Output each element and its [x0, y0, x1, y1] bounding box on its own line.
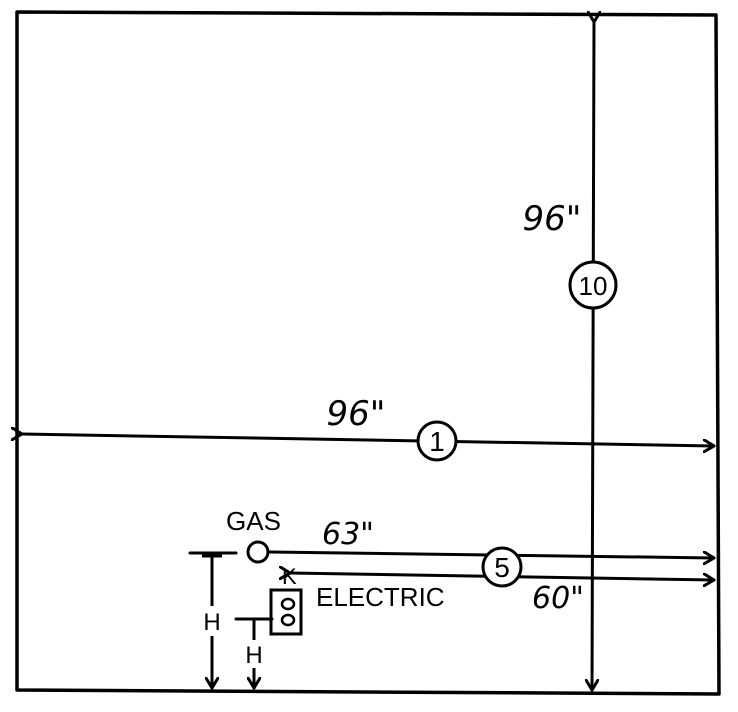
wall-height-dimension-line: [592, 22, 594, 692]
electrical-outlet-icon: [269, 588, 303, 636]
wall-height-dimension-label: 96": [523, 199, 582, 239]
wall-width-dimension-label: 96": [327, 394, 386, 434]
gas-dimension-label: 63": [322, 517, 374, 552]
gas-height-label-bg: [200, 606, 224, 636]
utility-callout-circle: [481, 546, 523, 588]
gas-height-label: H: [203, 609, 220, 636]
wall-height-callout-circle: [568, 260, 618, 310]
wall-height-callout: 10: [579, 271, 608, 301]
utility-callout: 5: [494, 552, 510, 583]
electric-label: ELECTRIC: [316, 582, 445, 612]
wall-width-dimension-line: [22, 434, 716, 446]
electric-dimension-label: 60": [532, 581, 584, 616]
wall-width-callout-circle: [416, 420, 458, 462]
wall-outline: [15, 10, 721, 696]
gas-outlet-circle: [246, 540, 270, 564]
outlet-height-label-bg: [243, 640, 265, 668]
outlet-marker-label: K: [282, 564, 297, 589]
outlet-height-label: H: [245, 642, 262, 669]
wall-width-callout: 1: [429, 426, 445, 457]
gas-label: GAS: [226, 506, 281, 536]
